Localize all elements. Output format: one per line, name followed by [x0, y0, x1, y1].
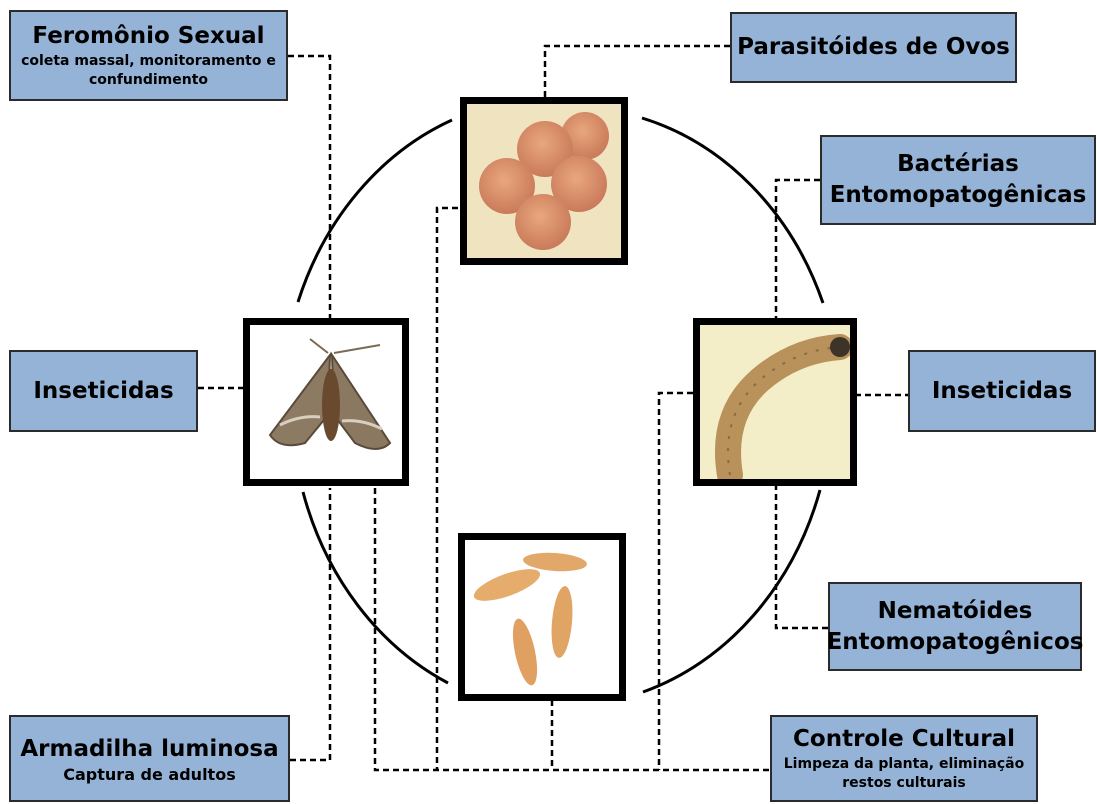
parasitoides-title: Parasitóides de Ovos	[737, 32, 1010, 63]
moth-icon	[250, 325, 402, 479]
controle-subtitle-line1: Limpeza da planta, eliminação	[784, 755, 1024, 774]
connector-feromonio	[288, 56, 330, 318]
bacterias-title-line1: Bactérias	[897, 149, 1019, 180]
nematoides-title-line2: Entomopatogênicos	[827, 627, 1084, 658]
caterpillar-larva-photo	[693, 318, 857, 486]
cycle-arc-top-right	[642, 118, 823, 303]
controle-cultural-box: Controle Cultural Limpeza da planta, eli…	[770, 715, 1038, 802]
connector-nematoides	[776, 486, 828, 628]
controle-title: Controle Cultural	[793, 724, 1015, 755]
pupae-icon	[465, 540, 619, 694]
feromonio-sexual-box: Feromônio Sexual coleta massal, monitora…	[9, 10, 288, 101]
connector-controle-eggs	[437, 208, 458, 770]
armadilha-title: Armadilha luminosa	[20, 734, 278, 765]
controle-subtitle-line2: restos culturais	[842, 774, 965, 793]
connector-parasitoides	[545, 46, 730, 100]
armadilha-box: Armadilha luminosa Captura de adultos	[9, 715, 290, 802]
nematoides-title-line1: Nematóides	[878, 596, 1033, 627]
bacterias-title-line2: Entomopatogênicas	[830, 180, 1087, 211]
inseticidas-right-box: Inseticidas	[908, 350, 1096, 432]
inseticidas-left-title: Inseticidas	[33, 376, 173, 407]
inseticidas-right-title: Inseticidas	[932, 376, 1072, 407]
adult-moth-photo	[243, 318, 409, 486]
pupae-photo	[458, 533, 626, 701]
cycle-arc-top-left	[298, 120, 452, 302]
larva-icon	[700, 325, 850, 479]
feromonio-subtitle-line2: confundimento	[89, 71, 208, 90]
bacterias-box: Bactérias Entomopatogênicas	[820, 135, 1096, 225]
feromonio-title: Feromônio Sexual	[32, 21, 264, 52]
connector-controle-larva	[659, 393, 693, 770]
egg-cluster-photo	[460, 97, 628, 265]
connector-armadilha	[290, 488, 330, 760]
feromonio-subtitle-line1: coleta massal, monitoramento e	[21, 52, 276, 71]
inseticidas-left-box: Inseticidas	[9, 350, 198, 432]
egg-cluster-icon	[467, 104, 621, 258]
armadilha-subtitle: Captura de adultos	[63, 765, 235, 784]
cycle-arc-bottom-right	[643, 490, 820, 692]
parasitoides-box: Parasitóides de Ovos	[730, 12, 1017, 83]
nematoides-box: Nematóides Entomopatogênicos	[828, 582, 1082, 671]
